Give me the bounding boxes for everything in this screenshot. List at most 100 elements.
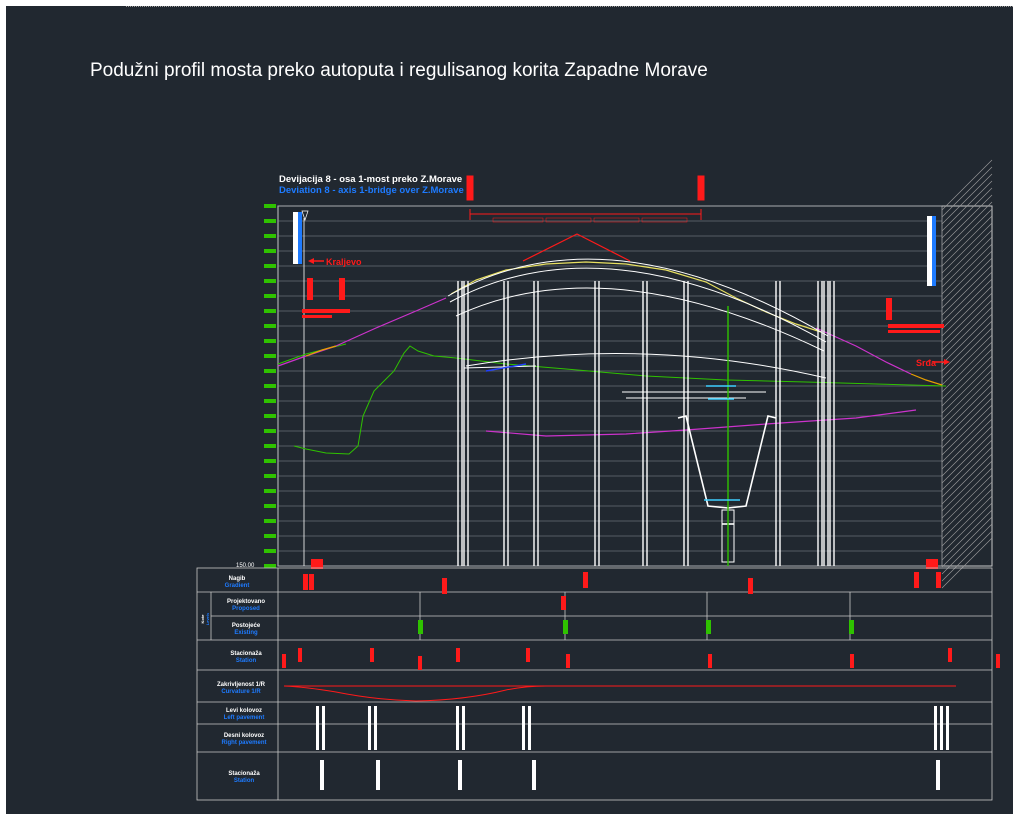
- table-value-mark: [462, 706, 465, 750]
- elevation-tick: [264, 429, 276, 433]
- table-value-marks: [282, 572, 1000, 790]
- table-value-mark: [370, 648, 374, 662]
- elevation-tick: [264, 564, 276, 568]
- table-value-mark: [309, 574, 314, 590]
- table-value-mark: [418, 656, 422, 670]
- elevation-tick: [264, 369, 276, 373]
- river-channel: [485, 306, 777, 566]
- row-label-left-pavement: Levi kolovoz: [226, 708, 262, 714]
- table-value-mark: [563, 620, 568, 634]
- row-label-station-en: Station: [236, 658, 257, 664]
- elevation-tick: [264, 384, 276, 388]
- table-value-mark: [298, 648, 302, 662]
- row-label-gradient: Nagib: [229, 576, 246, 582]
- elevation-tick: [264, 534, 276, 538]
- curvature-curve: [283, 685, 956, 702]
- table-value-mark: [946, 706, 949, 750]
- elevation-tick: [264, 264, 276, 268]
- drawing-canvas: Podužni profil mosta preko autoputa i re…: [6, 6, 1013, 814]
- table-value-mark: [322, 706, 325, 750]
- table-value-mark: [940, 706, 943, 750]
- table-value-mark: [442, 578, 447, 594]
- elevation-tick: [264, 549, 276, 553]
- station-marker: [311, 559, 323, 569]
- elevation-tick: [264, 219, 276, 223]
- table-value-mark: [303, 574, 308, 590]
- longitudinal-profile-drawing: Devijacija 8 - osa 1-most preko Z.Morave…: [196, 159, 1000, 801]
- table-value-mark: [458, 760, 462, 790]
- row-label-existing: Postojeće: [232, 623, 261, 629]
- elevation-tick: [264, 414, 276, 418]
- elevation-tick: [264, 324, 276, 328]
- elevation-tick: [264, 474, 276, 478]
- row-label-station: Stacionaža: [230, 651, 262, 657]
- table-value-mark: [316, 706, 319, 750]
- row-label-proposed: Projektovano: [227, 599, 265, 605]
- table-value-mark: [456, 706, 459, 750]
- elevation-tick: [264, 399, 276, 403]
- station-marker: [926, 559, 938, 569]
- table-value-mark: [368, 706, 371, 750]
- elevation-tick: [264, 279, 276, 283]
- table-value-mark: [561, 596, 566, 610]
- row-label-existing-en: Existing: [234, 630, 258, 636]
- row-label-station-2: Stacionaža: [228, 771, 260, 777]
- elevation-tick: [264, 204, 276, 208]
- table-value-mark: [566, 654, 570, 668]
- vertical-curve-markers: [466, 175, 705, 262]
- elevation-tick: [264, 234, 276, 238]
- hatched-boundary: [941, 159, 993, 589]
- elevation-tick-labels: [264, 204, 276, 568]
- elevation-tick: [264, 444, 276, 448]
- table-value-mark: [996, 654, 1000, 668]
- row-label-proposed-en: Proposed: [232, 606, 260, 612]
- bridge-piers: [457, 281, 835, 566]
- elevation-tick: [264, 309, 276, 313]
- table-value-mark: [706, 620, 711, 634]
- elevation-tick: [264, 459, 276, 463]
- table-value-mark: [320, 760, 324, 790]
- row-label-levels: Kote: [200, 614, 205, 624]
- heading-line2: Deviation 8 - axis 1-bridge over Z.Morav…: [279, 185, 464, 196]
- table-value-mark: [849, 620, 854, 634]
- profile-table: [196, 567, 993, 801]
- elevation-tick: [264, 339, 276, 343]
- elevation-tick: [264, 294, 276, 298]
- table-value-mark: [936, 760, 940, 790]
- elevation-tick: [264, 249, 276, 253]
- table-value-mark: [456, 648, 460, 662]
- bridge-structure: [447, 258, 829, 399]
- top-dotted-line: [126, 6, 1013, 10]
- table-value-mark: [914, 572, 919, 588]
- table-value-mark: [528, 706, 531, 750]
- table-value-mark: [526, 648, 530, 662]
- row-label-gradient-en: Gradient: [225, 583, 250, 589]
- elevation-tick: [264, 354, 276, 358]
- table-value-mark: [376, 760, 380, 790]
- table-value-mark: [532, 760, 536, 790]
- row-label-right-pavement-en: Right pavement: [221, 740, 266, 746]
- elevation-tick: [264, 489, 276, 493]
- baseline-elevation: 150.00: [236, 563, 255, 569]
- direction-left-label: Kraljevo: [326, 257, 362, 267]
- table-value-mark: [934, 706, 937, 750]
- row-label-right-pavement: Desni kolovoz: [224, 733, 264, 739]
- right-end-markers: Srđa: [886, 216, 950, 368]
- left-end-markers: Kraljevo: [293, 210, 362, 566]
- table-value-mark: [374, 706, 377, 750]
- direction-right-label: Srđa: [916, 358, 937, 368]
- table-value-mark: [748, 578, 753, 594]
- existing-ground-line: [277, 343, 947, 455]
- page-title: Podužni profil mosta preko autoputa i re…: [90, 60, 708, 81]
- row-label-station-2-en: Station: [234, 778, 255, 784]
- row-label-left-pavement-en: Left pavement: [224, 715, 265, 721]
- proposed-grade-line: [277, 261, 943, 437]
- table-value-mark: [583, 572, 588, 588]
- table-value-mark: [936, 572, 941, 588]
- table-value-mark: [522, 706, 525, 750]
- table-row-labels: Nagib Gradient Projektovano Proposed Pos…: [200, 576, 267, 784]
- table-value-mark: [948, 648, 952, 662]
- grid-horizontal-lines: [278, 205, 942, 567]
- table-value-mark: [708, 654, 712, 668]
- elevation-tick: [264, 519, 276, 523]
